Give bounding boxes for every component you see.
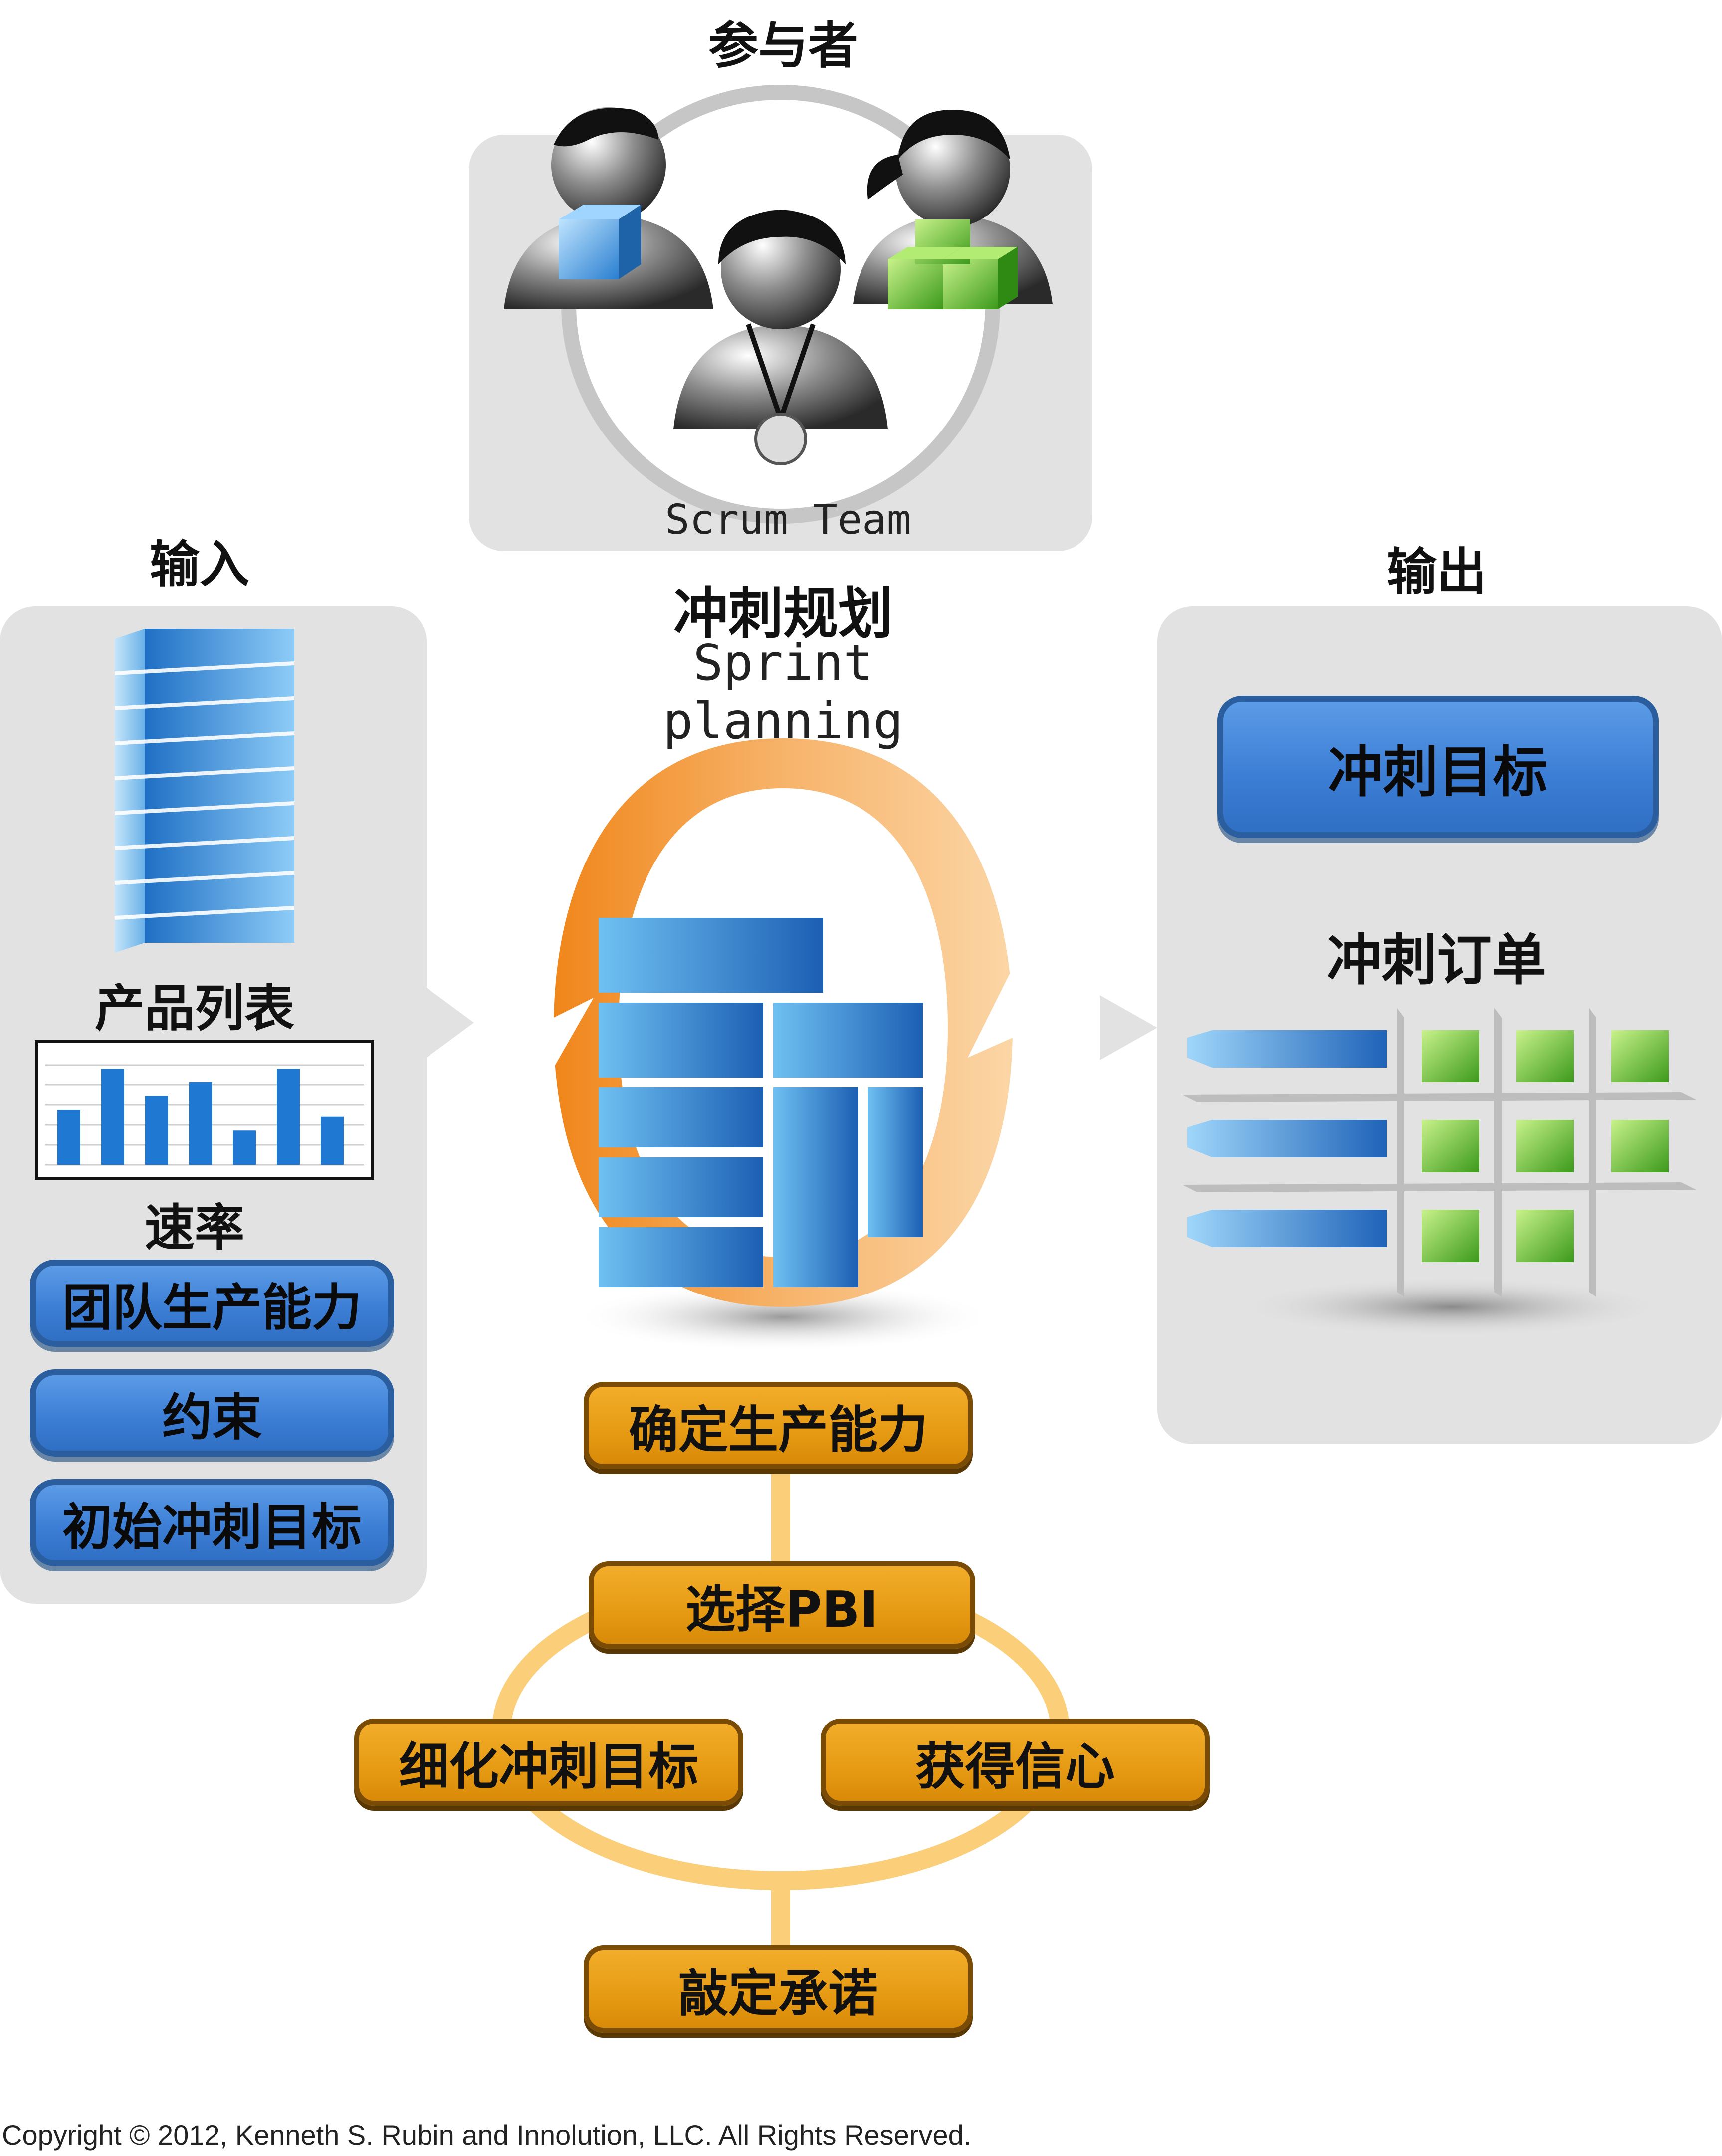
velocity-chart bbox=[35, 1040, 374, 1180]
sprint-cycle-icon bbox=[554, 738, 1013, 1352]
participants-heading: 参与者 bbox=[708, 16, 858, 75]
finalize-commitment-step[interactable]: 敲定承诺 bbox=[584, 1945, 973, 2033]
copyright-notice: Copyright © 2012, Kenneth S. Rubin and I… bbox=[2, 2119, 972, 2151]
product-backlog-label: 产品列表 bbox=[95, 979, 294, 1038]
select-pbi-step[interactable]: 选择PBI bbox=[589, 1561, 975, 1649]
determine-capacity-step[interactable]: 确定生产能力 bbox=[584, 1382, 973, 1469]
velocity-bar bbox=[321, 1116, 344, 1165]
velocity-bar bbox=[277, 1069, 300, 1165]
velocity-bar bbox=[145, 1096, 168, 1165]
velocity-bar bbox=[57, 1110, 80, 1165]
sprint-goal-button[interactable]: 冲刺目标 bbox=[1217, 696, 1659, 838]
input-heading: 输入 bbox=[150, 535, 249, 594]
velocity-bars bbox=[57, 1069, 344, 1165]
constraints-button[interactable]: 约束 bbox=[30, 1369, 394, 1457]
velocity-bar bbox=[189, 1082, 212, 1165]
panel-pointer-right bbox=[1100, 995, 1157, 1060]
refine-sprint-goal-step[interactable]: 细化冲刺目标 bbox=[354, 1719, 743, 1806]
velocity-bar bbox=[101, 1069, 124, 1165]
team-member-icon bbox=[853, 110, 1053, 309]
sprint-backlog-label: 冲刺订单 bbox=[1327, 928, 1546, 992]
panel-pointer-left bbox=[427, 988, 474, 1058]
acquire-confidence-step[interactable]: 获得信心 bbox=[821, 1719, 1210, 1806]
product-owner-icon bbox=[504, 107, 713, 309]
initial-sprint-goal-button[interactable]: 初始冲刺目标 bbox=[30, 1479, 394, 1566]
velocity-bar bbox=[233, 1130, 256, 1165]
sprint-backlog-icon bbox=[1182, 1008, 1696, 1337]
sprint-planning-heading: 冲刺规划 bbox=[673, 582, 893, 646]
team-capacity-button[interactable]: 团队生产能力 bbox=[30, 1260, 394, 1347]
scrum-master-icon bbox=[673, 210, 888, 465]
output-heading: 输出 bbox=[1387, 543, 1487, 601]
product-backlog-icon bbox=[114, 629, 295, 953]
scrum-team-label: Scrum Team bbox=[665, 496, 911, 544]
scrum-team-illustration bbox=[504, 85, 1053, 524]
velocity-label: 速率 bbox=[145, 1199, 244, 1257]
